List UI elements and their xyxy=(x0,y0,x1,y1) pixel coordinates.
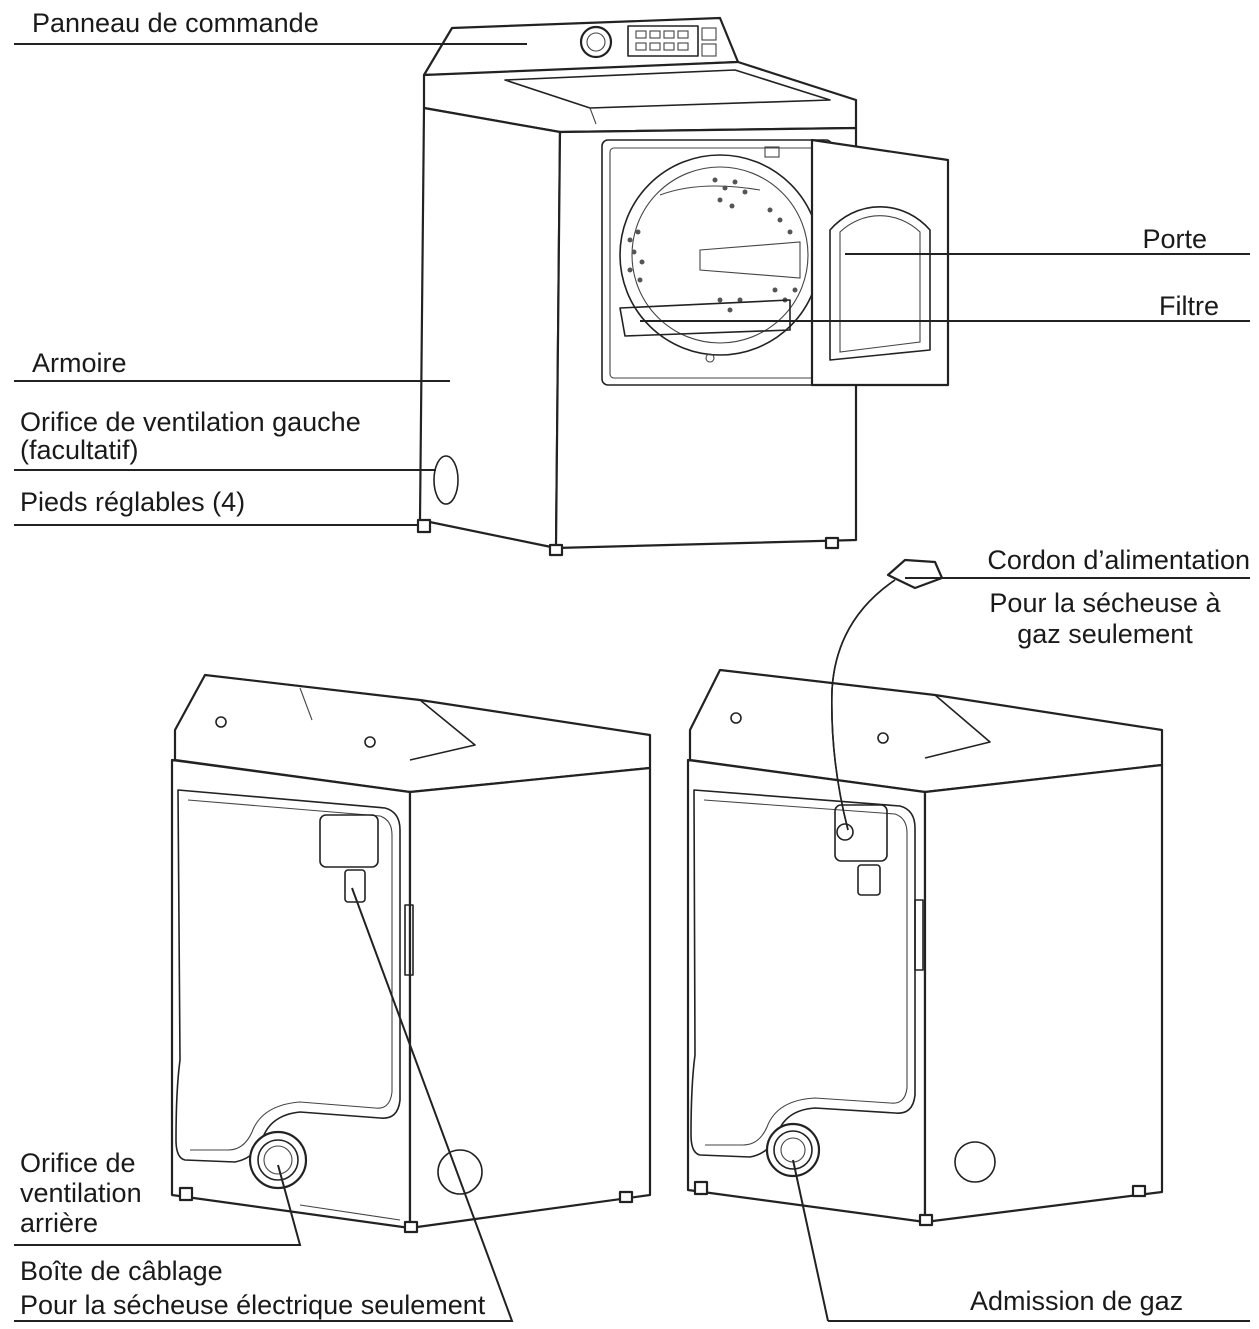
label-wiring-box: Boîte de câblage xyxy=(20,1256,223,1286)
label-left-vent: Orifice de ventilation gauche (facultati… xyxy=(20,408,361,464)
label-power-cord: Cordon d’alimentation xyxy=(987,545,1250,575)
label-gas-only-line2: gaz seulement xyxy=(1017,619,1193,649)
filter-shape xyxy=(619,299,791,337)
label-feet: Pieds réglables (4) xyxy=(20,487,246,517)
label-control-panel: Panneau de commande xyxy=(32,8,319,38)
back-dryer-electric-illustration xyxy=(170,673,652,1234)
control-knob-icon xyxy=(579,25,613,59)
label-door: Porte xyxy=(1142,224,1207,254)
label-left-vent-line1: Orifice de ventilation gauche xyxy=(20,407,361,437)
label-rear-vent-line2: ventilation xyxy=(20,1178,142,1208)
label-rear-vent-line1: Orifice de xyxy=(20,1148,136,1178)
leader-lines xyxy=(14,43,1250,1322)
power-plug-icon xyxy=(886,558,944,590)
label-rear-vent: Orifice de ventilation arrière xyxy=(20,1148,142,1238)
label-gas-only-line1: Pour la sécheuse à xyxy=(989,588,1221,618)
label-electric-only: Pour la sécheuse électrique seulement xyxy=(20,1290,486,1320)
left-vent-circle xyxy=(433,455,459,505)
label-filter: Filtre xyxy=(1159,291,1219,321)
label-gas-only: Pour la sécheuse à gaz seulement xyxy=(960,588,1250,650)
front-dryer-illustration xyxy=(416,16,950,557)
label-gas-inlet: Admission de gaz xyxy=(970,1286,1184,1316)
cabinet-side xyxy=(418,106,562,550)
back-dryer-gas-illustration xyxy=(686,558,1164,1227)
wiring-box-shape xyxy=(319,814,379,868)
door-shape xyxy=(810,138,950,387)
cabinet-front xyxy=(554,126,858,550)
label-left-vent-line2: (facultatif) xyxy=(20,435,139,465)
label-rear-vent-line3: arrière xyxy=(20,1208,99,1238)
display-panel xyxy=(627,25,699,57)
label-cabinet: Armoire xyxy=(32,348,127,378)
